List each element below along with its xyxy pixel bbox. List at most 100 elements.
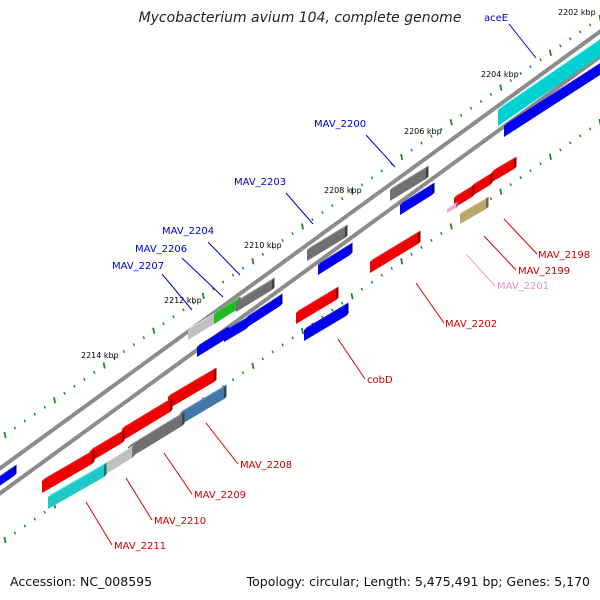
gene-label-MAV_2202[interactable]: MAV_2202	[445, 319, 497, 330]
gene-aceE-upper-face	[498, 40, 600, 126]
lower-scale-tick	[33, 517, 36, 521]
gene-label-MAV_2206[interactable]: MAV_2206	[135, 244, 187, 255]
leader-MAV_2200	[365, 134, 396, 168]
upper-scale-tick	[162, 322, 165, 326]
upper-scale-tick	[192, 301, 195, 305]
upper-scale-tick	[380, 169, 384, 173]
gene-label-MAV_2200[interactable]: MAV_2200	[314, 119, 366, 130]
backbone-line-upper	[0, 29, 600, 471]
lower-scale-tick	[281, 343, 284, 347]
lower-scale-tick	[489, 197, 493, 201]
gene-MAV_2208-upper	[168, 367, 217, 409]
lower-scale-tick	[569, 141, 572, 145]
lower-scale-tick	[291, 336, 294, 340]
gene-cobD-lower-face	[304, 305, 346, 341]
gene-MAV_2208-lower-cap	[224, 384, 227, 399]
lower-scale-tick	[588, 127, 592, 131]
gene-label-MAV_2208[interactable]: MAV_2208	[240, 460, 292, 471]
lower-scale-tick	[251, 362, 255, 370]
gene-MAV_2210-upper-face	[90, 432, 122, 462]
upper-scale-tick	[321, 211, 324, 215]
gene-MAV_2204-lower-cap	[280, 293, 283, 306]
gene-leftedge-lower	[0, 464, 17, 486]
upper-scale-tick	[340, 197, 344, 201]
lower-scale-tick	[370, 280, 374, 284]
gene-MAV_2203-upper-cap	[345, 224, 348, 238]
gene-MAV_2204-upper-cap	[272, 277, 275, 290]
leader-MAV_2211	[85, 501, 113, 546]
lower-scale-tick	[390, 266, 393, 270]
gene-label-MAV_2203[interactable]: MAV_2203	[234, 177, 286, 188]
gene-label-MAV_2210[interactable]: MAV_2210	[154, 516, 206, 527]
gene-MAV_2211-upper-cap	[92, 449, 95, 464]
upper-scale-tick	[519, 72, 522, 76]
upper-scale-tick	[221, 280, 225, 284]
gene-MAV_2206-upper-face	[214, 299, 238, 324]
gene-MAV_2204-lower-face	[246, 296, 280, 328]
upper-scale-tick	[311, 217, 314, 222]
leader-MAV_2199	[483, 235, 517, 271]
gene-label-MAV_2207[interactable]: MAV_2207	[112, 261, 164, 272]
gene-cobD-lower-bevel	[304, 302, 349, 330]
backbone-line-lower	[0, 54, 600, 496]
gene-MAV_2199-a-cap	[490, 172, 493, 185]
kbp-label-2204: 2204 kbp	[481, 70, 519, 79]
upper-scale-tick	[231, 273, 235, 277]
gene-label-MAV_2204[interactable]: MAV_2204	[162, 226, 214, 237]
gene-MAV_2204-upper-face	[236, 280, 272, 312]
gene-MAV_2211-upper-face	[42, 452, 92, 493]
lower-scale-tick	[529, 169, 532, 173]
gene-label-MAV_2201[interactable]: MAV_2201	[497, 281, 549, 292]
gene-MAV_2201-a-face	[460, 199, 486, 224]
gene-label-MAV_2209[interactable]: MAV_2209	[194, 490, 246, 501]
upper-scale-tick	[440, 127, 443, 131]
upper-scale-tick	[13, 426, 17, 430]
gene-MAV_2198-upper-cap	[514, 156, 517, 169]
gene-MAV_2208-upper-cap	[214, 367, 217, 382]
lower-scale-tick	[499, 188, 503, 195]
upper-scale-tick	[241, 266, 245, 270]
gene-MAV_2209-lower	[128, 411, 185, 459]
leader-MAV_2207	[161, 273, 193, 311]
lower-scale-tick	[559, 148, 562, 152]
gene-label-cobD[interactable]: cobD	[367, 375, 393, 386]
gene-MAV_2204-lower-bevel	[246, 293, 283, 318]
gene-label-MAV_2198[interactable]: MAV_2198	[538, 250, 590, 261]
gene-MAV_2200-lower-bevel	[400, 182, 435, 205]
backbone-layer	[0, 29, 600, 496]
gene-MAV_2206-lower-face	[224, 319, 246, 342]
gene-label-MAV_2211[interactable]: MAV_2211	[114, 541, 166, 552]
gene-label-aceE[interactable]: aceE	[484, 13, 508, 24]
kbp-label-2212: 2212 kbp	[164, 296, 202, 305]
gene-layer	[0, 39, 600, 509]
lower-scale-tick	[430, 238, 433, 242]
upper-scale-tick	[93, 370, 96, 375]
lower-scale-tick	[350, 292, 354, 300]
lower-scale-tick	[380, 273, 384, 277]
lower-scale-tick	[301, 327, 304, 335]
upper-scale-tick	[459, 113, 463, 117]
accession-text: Accession: NC_008595	[10, 574, 153, 589]
upper-scale-tick	[261, 252, 265, 256]
lower-scale-tick	[440, 231, 443, 236]
lower-scale-tick	[261, 357, 265, 361]
gene-aceE-lower-bevel	[504, 63, 600, 126]
kbp-label-2210: 2210 kbp	[244, 241, 282, 250]
lower-scale-tick	[519, 176, 522, 180]
gene-MAV_2210-upper	[90, 429, 125, 462]
gene-MAV_2211-upper-bevel	[42, 449, 95, 481]
gene-aceE-upper	[498, 39, 600, 126]
kbp-label-2202: 2202 kbp	[558, 8, 596, 17]
gene-MAV_2209-upper-bevel	[122, 397, 173, 429]
gene-MAV_2203-upper-bevel	[307, 224, 348, 250]
upper-scale-tick	[539, 58, 542, 62]
gene-MAV_2202-cap	[418, 230, 421, 244]
kbp-label-2214: 2214 kbp	[81, 351, 119, 360]
gene-label-MAV_2199[interactable]: MAV_2199	[518, 266, 570, 277]
upper-scale-tick	[499, 84, 503, 91]
gene-MAV_2207-lower-bevel	[197, 326, 229, 347]
gene-MAV_2199-a	[472, 172, 493, 196]
upper-scale-tick	[559, 44, 562, 48]
